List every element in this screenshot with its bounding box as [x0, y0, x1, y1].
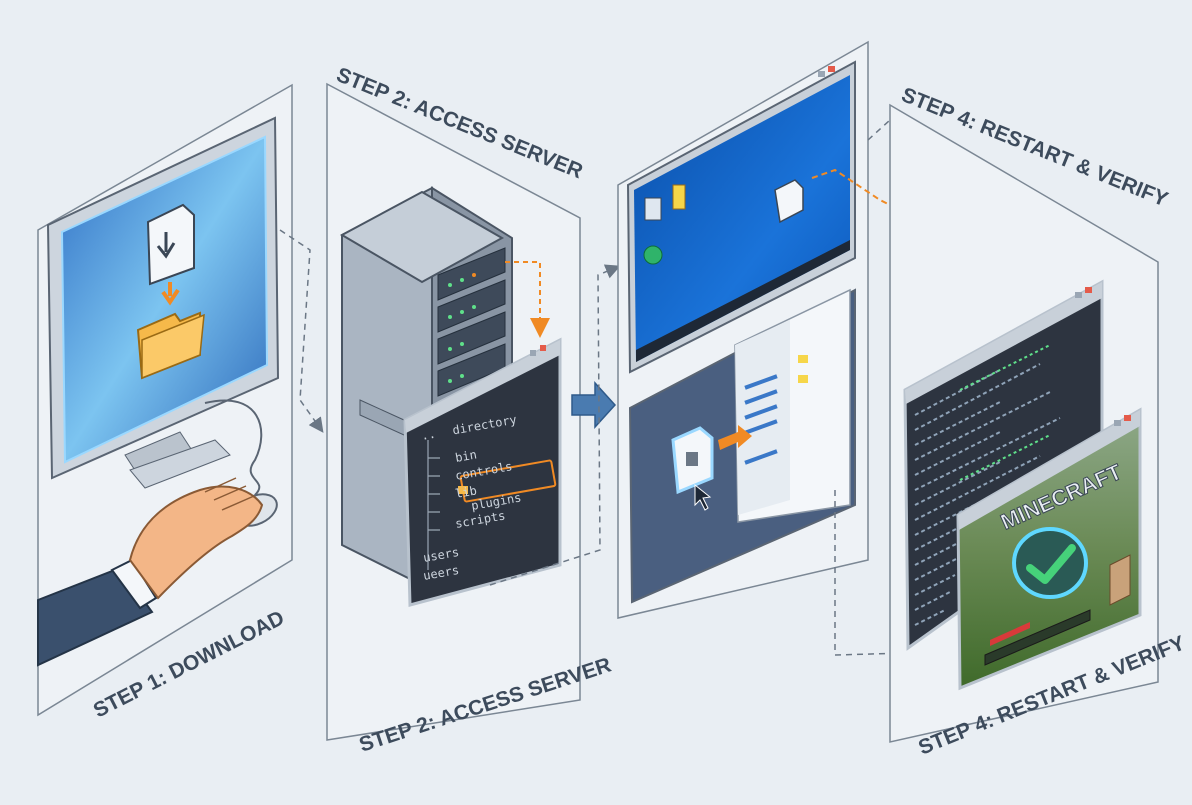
connector-1-2 [279, 229, 324, 433]
connector-2-3 [489, 264, 621, 586]
hotbar [984, 609, 1091, 666]
explorer-scene [628, 288, 856, 604]
panel-step1: STEP 1: DOWNLOAD [37, 83, 293, 722]
file-browser-window: .. directory bin controls lib plugins sc… [403, 337, 562, 607]
close-icon[interactable] [828, 66, 835, 72]
desktop-window [626, 60, 856, 374]
folder-icon [798, 355, 808, 363]
close-icon[interactable] [1085, 287, 1092, 293]
download-file-icon [146, 203, 195, 306]
file-icon [774, 179, 804, 224]
maximize-icon[interactable] [1075, 292, 1082, 298]
close-icon[interactable] [540, 345, 546, 351]
panel-step4: STEP 4: RESTART & VERIFY MINECR [889, 83, 1188, 760]
browser-icon [643, 245, 663, 265]
game-window: MINECRAFT [956, 407, 1142, 691]
tree-root: .. [420, 427, 437, 443]
close-icon[interactable] [1124, 415, 1131, 421]
console-log-lines [914, 363, 1061, 626]
verify-badge [1012, 527, 1088, 599]
panel-step3 [617, 40, 869, 619]
tree-footer-item[interactable]: ueers [422, 563, 460, 583]
maximize-icon[interactable] [818, 71, 825, 77]
maximize-icon[interactable] [530, 350, 536, 356]
tree-item[interactable]: bin [454, 447, 478, 465]
drag-arrow-icon [718, 425, 752, 450]
panel-step2: STEP 2: ACCESS SERVER [326, 63, 614, 757]
folder-icon [798, 375, 808, 383]
this-pc-icon [644, 197, 662, 221]
cursor-icon [694, 483, 712, 511]
server-console-window [903, 279, 1104, 651]
hand-icon [37, 477, 264, 667]
health-bar [990, 622, 1030, 646]
tree-item[interactable]: lib [454, 483, 478, 501]
connector-3-4-top [867, 119, 1133, 406]
server-drive-bays [437, 247, 506, 397]
plugins-folder-icon [458, 486, 468, 494]
taskbar [636, 240, 850, 362]
arrow-to-terminal [505, 261, 550, 338]
monitor-icon [46, 116, 280, 489]
explorer-sidebar [744, 374, 778, 465]
checkmark-icon [1026, 544, 1076, 584]
arrow-right-icon [571, 381, 617, 429]
connector-3-4 [834, 490, 951, 660]
folder-icon [672, 184, 686, 210]
tree-footer-item[interactable]: users [422, 545, 460, 565]
folder-icon [136, 311, 205, 380]
maximize-icon[interactable] [1114, 420, 1121, 426]
dragged-file-icon [671, 426, 714, 495]
villager-icon [1109, 554, 1131, 606]
